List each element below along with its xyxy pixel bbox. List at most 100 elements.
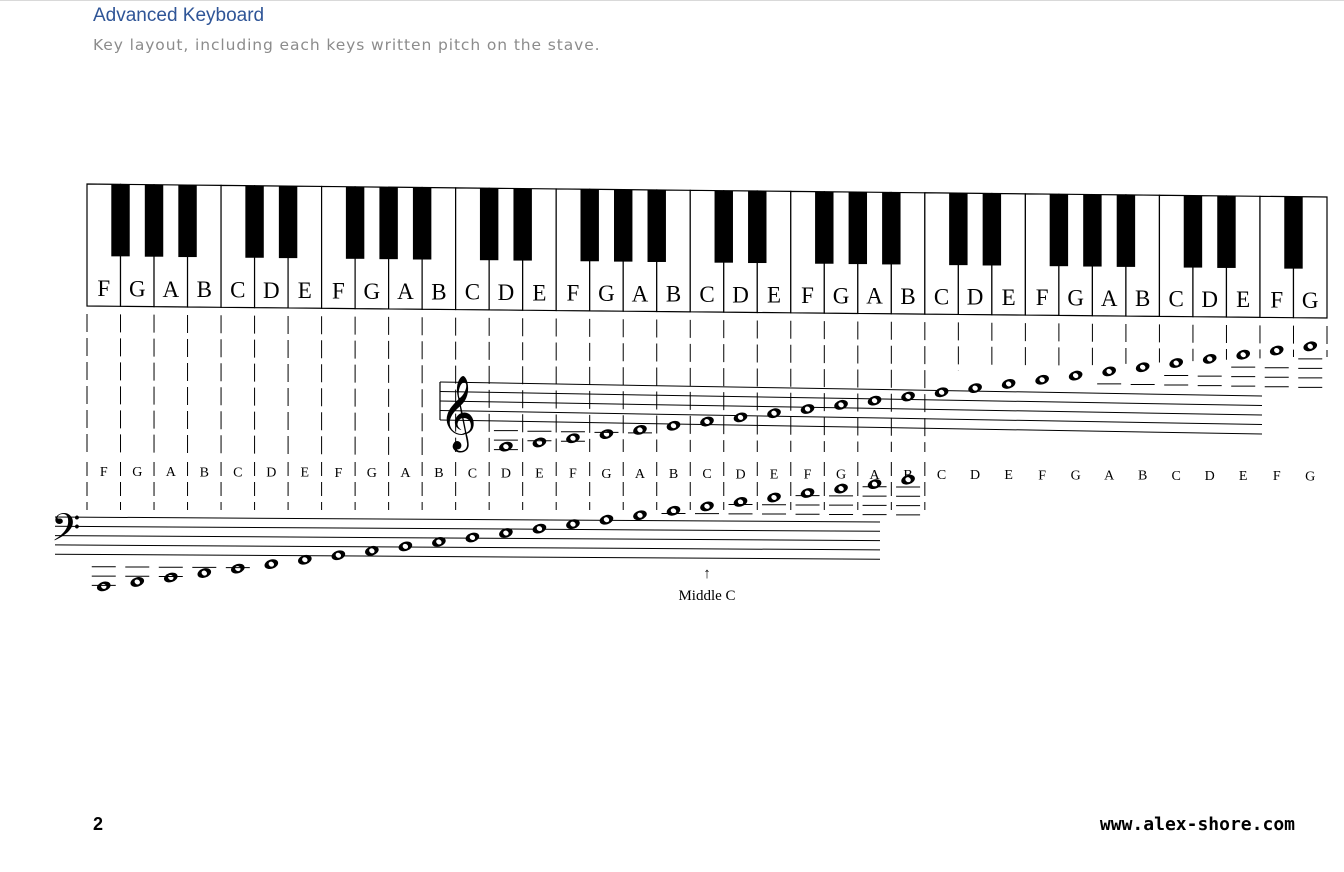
treble-stave: 𝄞 [439, 341, 1323, 453]
whole-note-hole [670, 423, 677, 429]
whole-note-hole [871, 398, 878, 404]
key-label: A [866, 284, 883, 309]
black-key [1049, 194, 1069, 267]
stave-line [54, 525, 881, 532]
key-label: B [431, 279, 446, 304]
black-key [245, 185, 264, 258]
note-label: C [702, 467, 711, 482]
page-number: 2 [93, 814, 104, 834]
note-label: G [836, 468, 846, 483]
stave-line [54, 553, 881, 560]
whole-note-hole [134, 579, 140, 585]
whole-note-hole [905, 393, 911, 399]
note-label: F [334, 466, 342, 481]
note-label: A [400, 466, 411, 481]
note-label: C [468, 466, 477, 481]
page-title: Advanced Keyboard [93, 5, 265, 26]
key-label: D [498, 280, 515, 305]
black-key [748, 191, 767, 264]
stave-line [54, 516, 881, 523]
treble-clef-icon: 𝄞 [439, 376, 477, 453]
black-key [479, 188, 499, 261]
note-label: D [1205, 469, 1215, 484]
whole-note-hole [637, 427, 643, 433]
key-label: B [900, 284, 915, 309]
black-key [714, 190, 733, 263]
black-key [345, 186, 365, 259]
black-key [178, 185, 197, 258]
black-key [982, 193, 1002, 266]
whole-note-hole [201, 570, 208, 576]
key-label: F [1036, 285, 1049, 310]
whole-note-hole [838, 486, 844, 492]
note-label: C [1172, 469, 1181, 484]
key-label: E [1236, 287, 1250, 312]
note-label: A [166, 465, 177, 480]
whole-note-hole [704, 503, 710, 509]
key-label: F [567, 281, 580, 306]
black-key [949, 193, 968, 266]
stave-line [439, 400, 1263, 416]
middle-c-label: Middle C [678, 588, 735, 604]
black-key [882, 192, 901, 265]
whole-note-hole [503, 530, 509, 536]
whole-note-hole [1039, 377, 1045, 383]
whole-note-hole [938, 389, 945, 395]
whole-note-hole [369, 548, 375, 554]
key-label: F [332, 278, 345, 303]
black-key [144, 184, 164, 257]
key-label: D [1201, 287, 1218, 312]
note-label: F [569, 467, 577, 482]
stave-line [54, 544, 881, 551]
whole-note-hole [737, 499, 744, 505]
black-key [1217, 195, 1236, 268]
key-guide-lines [86, 314, 1328, 510]
key-label: E [767, 283, 781, 308]
key-label: C [699, 282, 714, 307]
bass-stave: 𝄢 [51, 474, 921, 592]
black-key [1083, 194, 1102, 267]
key-label: D [967, 285, 984, 310]
key-label: C [230, 277, 245, 302]
whole-note-hole [670, 508, 677, 514]
note-label: F [100, 465, 108, 480]
whole-note-hole [1274, 347, 1280, 354]
whole-note-hole [1206, 356, 1213, 362]
whole-note-hole [637, 512, 643, 518]
whole-note-hole [1240, 352, 1246, 358]
black-key [513, 188, 532, 261]
key-label: C [1169, 287, 1184, 312]
whole-note-hole [1173, 360, 1179, 366]
whole-note-hole [402, 543, 409, 549]
note-label: A [635, 467, 646, 482]
black-key [614, 189, 633, 262]
whole-note-hole [570, 435, 576, 441]
key-label: G [598, 281, 615, 306]
page-subtitle: Key layout, including each keys written … [93, 36, 601, 54]
black-key [647, 189, 666, 262]
whole-note-hole [838, 402, 844, 408]
whole-note-hole [268, 561, 275, 567]
whole-note-hole [737, 414, 744, 420]
black-key [379, 187, 398, 260]
key-label: G [833, 283, 850, 308]
whole-note-hole [1106, 368, 1112, 374]
note-label: G [132, 465, 142, 480]
whole-note-hole [335, 552, 342, 558]
key-label: D [263, 278, 280, 303]
whole-note-hole [536, 526, 543, 532]
note-label: E [1239, 469, 1248, 484]
key-label: F [1270, 288, 1283, 313]
note-label: E [301, 466, 310, 481]
black-key [815, 191, 834, 264]
black-key [580, 189, 599, 262]
key-label: A [632, 281, 649, 306]
note-label: G [367, 466, 377, 481]
stave-line [439, 381, 1263, 397]
key-label: C [934, 284, 949, 309]
note-label: G [601, 467, 611, 482]
stave-line [439, 419, 1263, 435]
whole-note-hole [503, 444, 509, 450]
note-label: B [669, 467, 678, 482]
